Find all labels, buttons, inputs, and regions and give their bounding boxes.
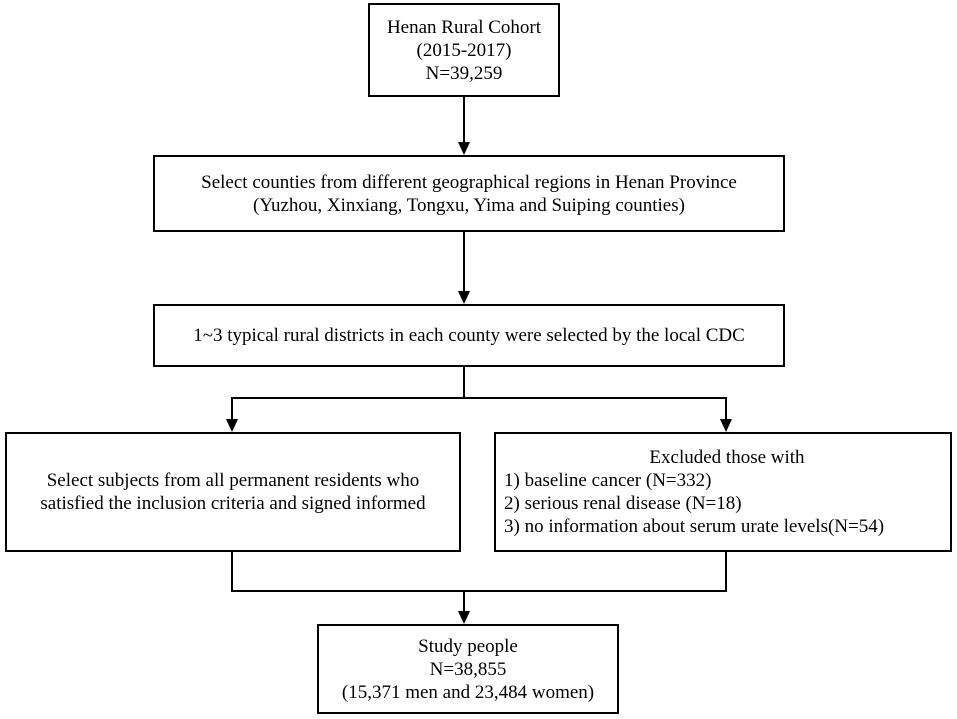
arrowhead-split-to-select — [226, 419, 238, 432]
arrowhead-counties-to-districts — [458, 291, 470, 304]
arrowhead-merge-to-study — [458, 611, 470, 624]
study-title: Study people — [418, 635, 518, 657]
excluded-item-2: 2) serious renal disease (N=18) — [504, 493, 742, 514]
counties-text: Select counties from different geographi… — [201, 171, 737, 193]
study-people-box: Study people N=38,855 (15,371 men and 23… — [317, 624, 619, 714]
arrowhead-split-to-excluded — [720, 419, 732, 432]
excluded-item-3: 3) no information about serum urate leve… — [504, 516, 885, 537]
arrowhead-cohort-to-counties — [458, 142, 470, 155]
select-subjects-box: Select subjects from all permanent resid… — [5, 432, 461, 552]
cohort-count: N=39,259 — [425, 62, 503, 84]
counties-list: (Yuzhou, Xinxiang, Tongxu, Yima and Suip… — [253, 194, 685, 216]
excluded-item-1: 1) baseline cancer (N=332) — [504, 470, 712, 491]
select-subjects-line-2: satisfied the inclusion criteria and sig… — [40, 493, 426, 514]
select-subjects-line-1: Select subjects from all permanent resid… — [46, 470, 420, 491]
cohort-box: Henan Rural Cohort (2015-2017) N=39,259 — [368, 3, 560, 97]
districts-box: 1~3 typical rural districts in each coun… — [153, 304, 785, 367]
excluded-box: Excluded those with 1) baseline cancer (… — [494, 432, 952, 552]
cohort-title: Henan Rural Cohort — [386, 16, 542, 38]
districts-text: 1~3 typical rural districts in each coun… — [193, 325, 745, 346]
excluded-heading: Excluded those with — [649, 447, 805, 468]
study-breakdown: (15,371 men and 23,484 women) — [341, 681, 595, 703]
study-count: N=38,855 — [429, 658, 507, 680]
cohort-years: (2015-2017) — [416, 39, 512, 61]
counties-box: Select counties from different geographi… — [153, 155, 785, 232]
